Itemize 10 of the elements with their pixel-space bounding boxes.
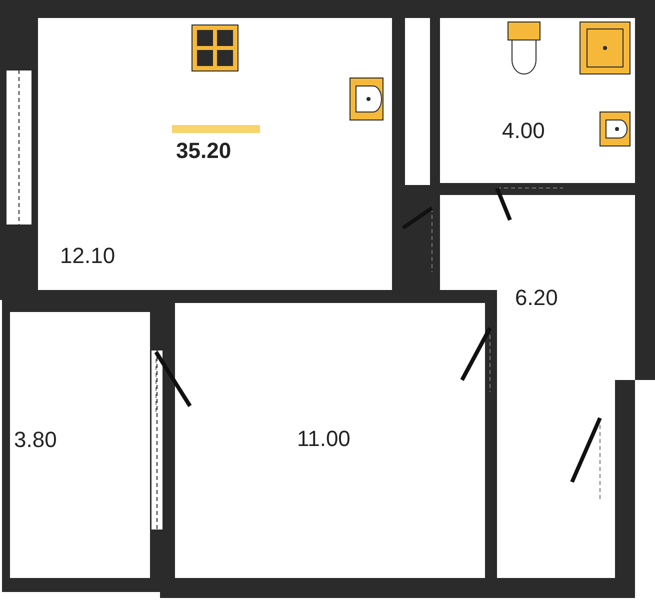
room-area xyxy=(10,312,150,578)
area-value: 4.00 xyxy=(502,118,545,144)
room-area xyxy=(38,18,392,290)
area-value: 6.20 xyxy=(515,285,558,311)
area-value: 11.00 xyxy=(297,426,350,452)
area-value: 12.10 xyxy=(60,243,116,269)
room-area xyxy=(175,303,485,578)
total-area: 35.20 xyxy=(176,138,232,164)
closet-area xyxy=(405,18,430,185)
area-value: 3.80 xyxy=(14,427,57,453)
